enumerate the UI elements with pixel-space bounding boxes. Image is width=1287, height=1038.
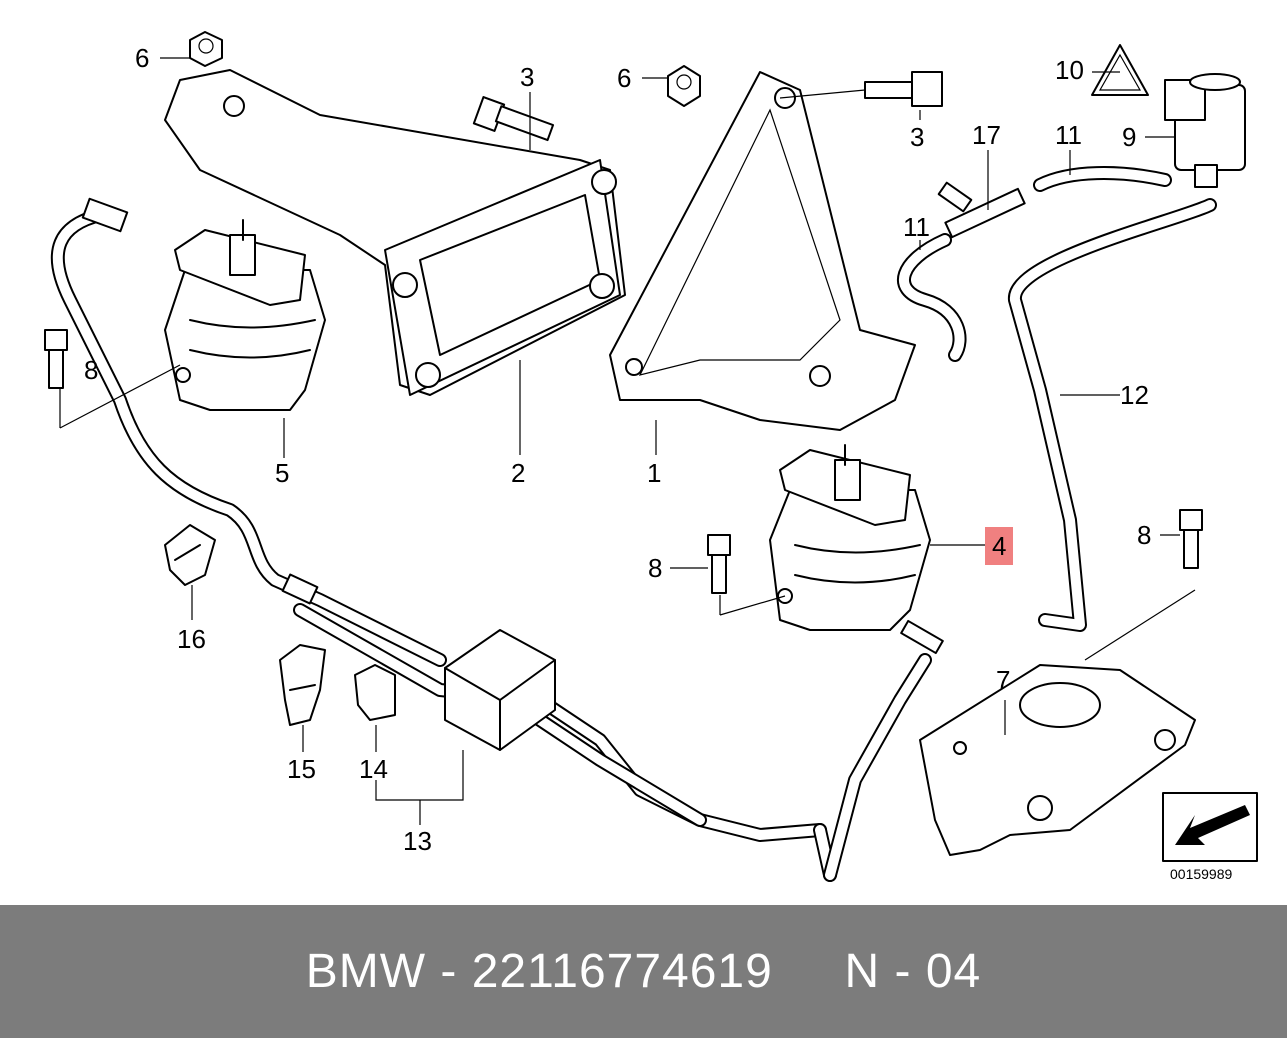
hose-11-left bbox=[897, 233, 967, 362]
callout-1: 1 bbox=[647, 458, 662, 488]
bracket-7 bbox=[919, 664, 1196, 856]
callout-11-right: 11 bbox=[1055, 120, 1082, 150]
callout-12: 12 bbox=[1120, 380, 1149, 410]
footer-part-number: 22116774619 bbox=[471, 945, 773, 998]
callout-16: 16 bbox=[177, 624, 206, 654]
connector-17 bbox=[937, 181, 1026, 239]
callout-6-left: 6 bbox=[135, 43, 150, 73]
callout-3-left: 3 bbox=[520, 62, 535, 92]
callout-6-right: 6 bbox=[617, 63, 632, 93]
hose-12 bbox=[1008, 198, 1217, 632]
callout-8-middle: 8 bbox=[648, 553, 663, 583]
footer-bar: BMW - 22116774619 N - 04 bbox=[0, 905, 1287, 1038]
hose-assembly-13 bbox=[50, 197, 932, 882]
bracket-1 bbox=[609, 71, 916, 431]
parts-diagram: 6 3 6 3 10 9 17 11 11 8 5 2 1 12 4 8 8 1… bbox=[44, 31, 1258, 882]
callout-10: 10 bbox=[1055, 55, 1084, 85]
footer-spacer bbox=[773, 944, 845, 999]
callout-13: 13 bbox=[403, 826, 432, 856]
callout-11-left: 11 bbox=[903, 212, 930, 242]
engine-mount-5 bbox=[164, 219, 326, 411]
footer-position: N - 04 bbox=[844, 945, 982, 998]
catalog-number: 00159989 bbox=[1170, 866, 1233, 882]
warning-triangle-10 bbox=[1091, 44, 1149, 96]
hose-11-right bbox=[1033, 166, 1172, 192]
nut-6-left bbox=[189, 31, 223, 67]
callout-9: 9 bbox=[1122, 122, 1137, 152]
callout-14: 14 bbox=[359, 754, 388, 784]
footer-separator: - bbox=[426, 945, 472, 998]
bolt-3-right bbox=[864, 71, 943, 107]
nut-6-right bbox=[667, 65, 701, 107]
callout-7: 7 bbox=[996, 665, 1011, 695]
clip-15 bbox=[279, 644, 326, 726]
bracket-2 bbox=[164, 69, 626, 396]
callout-15: 15 bbox=[287, 754, 316, 784]
callout-8-left: 8 bbox=[84, 355, 99, 385]
callout-4-highlighted: 4 bbox=[985, 527, 1014, 565]
callout-2: 2 bbox=[511, 458, 526, 488]
bolt-8-right bbox=[1179, 509, 1203, 569]
clip-16 bbox=[164, 524, 216, 586]
solenoid-valve-9 bbox=[1164, 73, 1246, 188]
clip-14 bbox=[354, 664, 396, 721]
leader-lines bbox=[59, 57, 1196, 825]
engine-mount-4 bbox=[769, 444, 944, 655]
callout-3-right: 3 bbox=[910, 122, 925, 152]
diagram-drawing bbox=[44, 31, 1258, 882]
footer-brand: BMW bbox=[305, 945, 427, 998]
bolt-8-middle bbox=[707, 534, 731, 594]
callout-8-right: 8 bbox=[1137, 520, 1152, 550]
callout-5: 5 bbox=[275, 458, 290, 488]
direction-arrow-icon bbox=[1162, 792, 1258, 862]
bolt-8-left bbox=[44, 329, 68, 389]
bolt-3-left bbox=[472, 96, 555, 142]
callout-17: 17 bbox=[972, 120, 1001, 150]
